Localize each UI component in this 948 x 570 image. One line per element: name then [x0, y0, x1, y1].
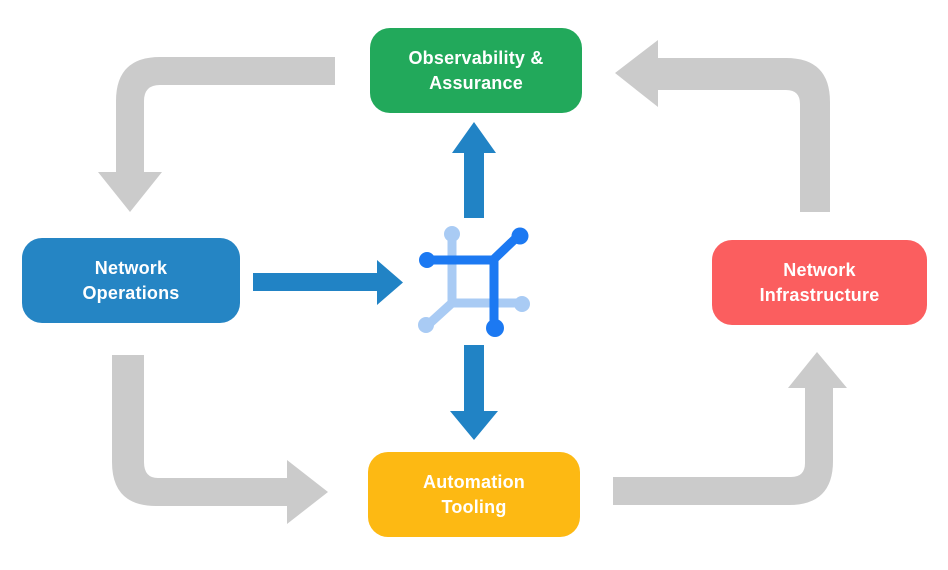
node-label: Observability & Assurance: [408, 46, 543, 95]
node-label: Network Infrastructure: [760, 258, 880, 307]
arrow-icon-to-observability: [452, 122, 496, 218]
node-label-line: Observability &: [408, 48, 544, 69]
arrow-icon-to-automation: [450, 345, 498, 440]
network-mesh-icon: [418, 226, 530, 337]
icon-node-dot: [486, 319, 504, 337]
arrow-infrastructure-to-observability: [615, 40, 830, 212]
node-label-line: Infrastructure: [759, 284, 880, 305]
node-network-operations: Network Operations: [22, 238, 240, 323]
node-label-line: Network: [783, 260, 856, 281]
node-automation-tooling: Automation Tooling: [368, 452, 580, 537]
node-label: Automation Tooling: [423, 470, 525, 519]
node-network-infrastructure: Network Infrastructure: [712, 240, 927, 325]
node-label-line: Assurance: [429, 72, 523, 93]
icon-node-dot: [419, 252, 435, 268]
icon-node-dot: [514, 296, 530, 312]
node-label: Network Operations: [82, 256, 179, 305]
arrow-automation-to-infrastructure: [613, 352, 847, 505]
node-label-line: Tooling: [441, 496, 507, 517]
arrow-observability-to-operations: [98, 57, 335, 212]
icon-node-dot: [418, 317, 434, 333]
node-observability-assurance: Observability & Assurance: [370, 28, 582, 113]
icon-link-line: [425, 298, 457, 328]
node-label-line: Network: [94, 258, 168, 279]
arrow-operations-to-icon: [253, 260, 403, 305]
node-label-line: Operations: [82, 282, 180, 303]
icon-node-dot: [444, 226, 460, 242]
arrow-operations-to-automation: [112, 355, 328, 524]
icon-node-dot: [511, 227, 529, 245]
node-label-line: Automation: [423, 472, 525, 493]
